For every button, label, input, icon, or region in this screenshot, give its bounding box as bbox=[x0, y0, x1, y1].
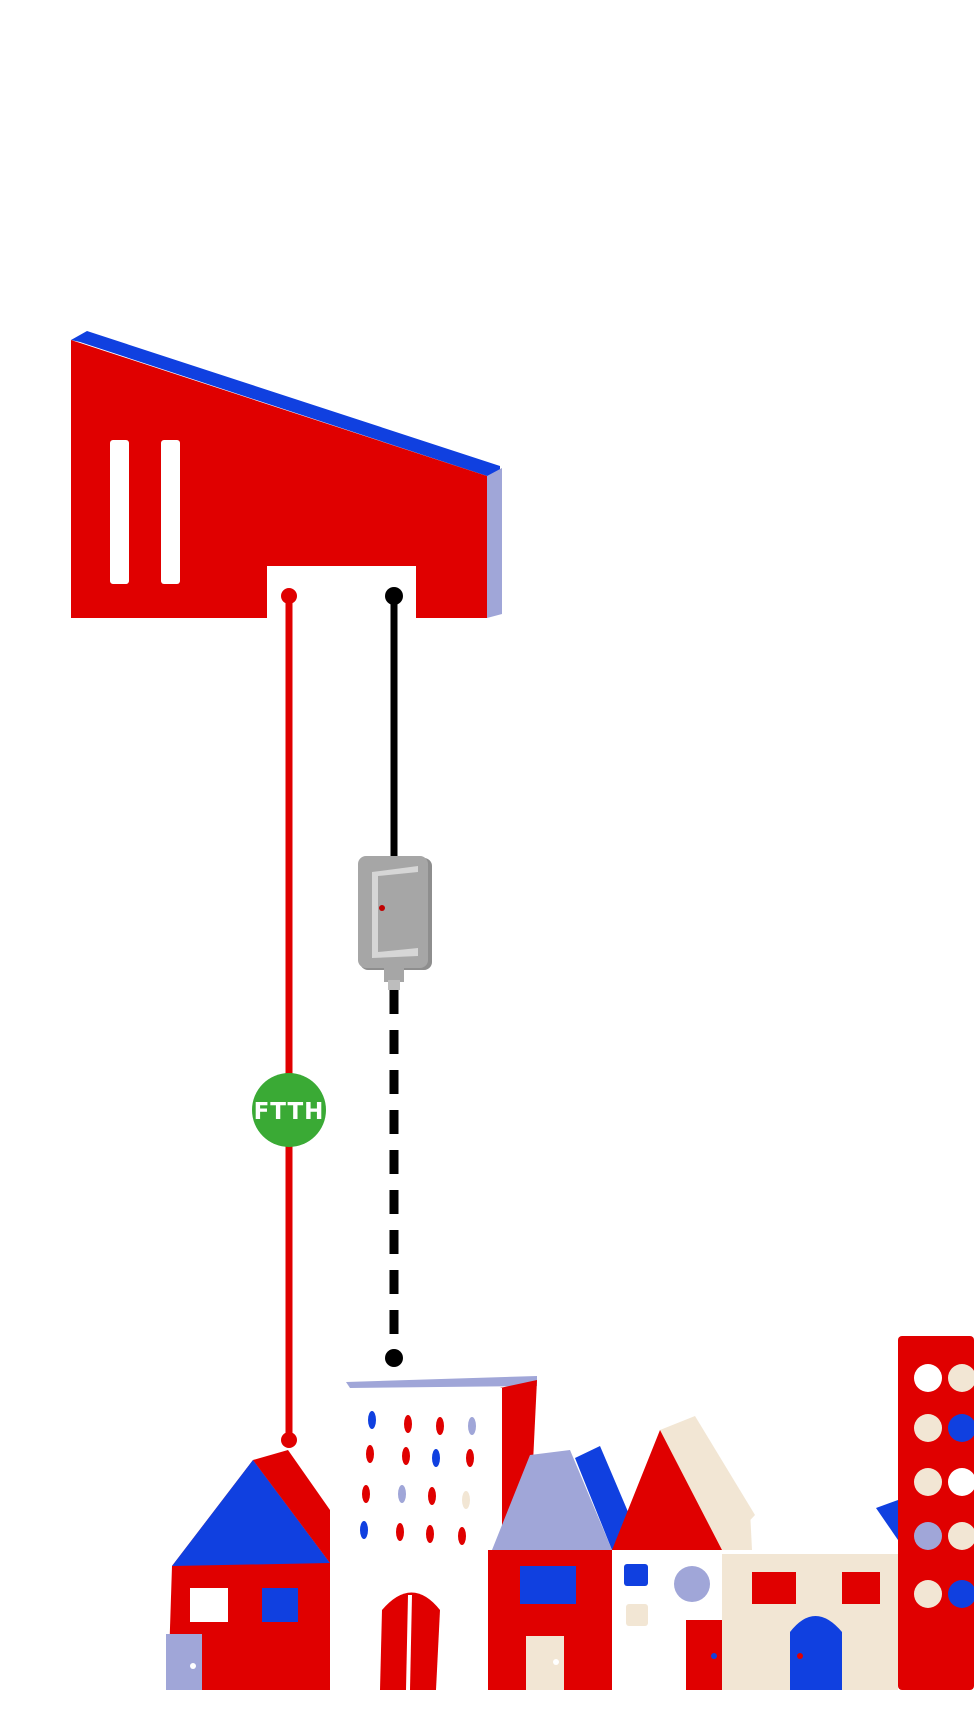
ftth-badge-label: FTTH bbox=[254, 1099, 325, 1125]
central-office-building bbox=[71, 331, 502, 618]
house-red-gable bbox=[612, 1416, 755, 1690]
box-indicator-icon bbox=[379, 905, 385, 911]
tower-windows bbox=[914, 1364, 974, 1608]
fiber-line-start-node bbox=[281, 588, 297, 604]
house-blue-roof bbox=[166, 1450, 330, 1690]
copper-line bbox=[385, 587, 403, 1367]
fiber-line bbox=[281, 588, 297, 1448]
distribution-box bbox=[358, 856, 432, 990]
copper-line-end-node bbox=[385, 1349, 403, 1367]
office-window bbox=[110, 440, 129, 584]
fiber-line-end-node bbox=[281, 1432, 297, 1448]
copper-line-start-node bbox=[385, 587, 403, 605]
tower-building bbox=[898, 1336, 974, 1690]
town-buildings bbox=[166, 1336, 974, 1691]
office-window bbox=[161, 440, 180, 584]
apartment-windows bbox=[360, 1411, 476, 1545]
ftth-badge: FTTH bbox=[252, 1073, 326, 1147]
house-cream bbox=[722, 1500, 898, 1690]
